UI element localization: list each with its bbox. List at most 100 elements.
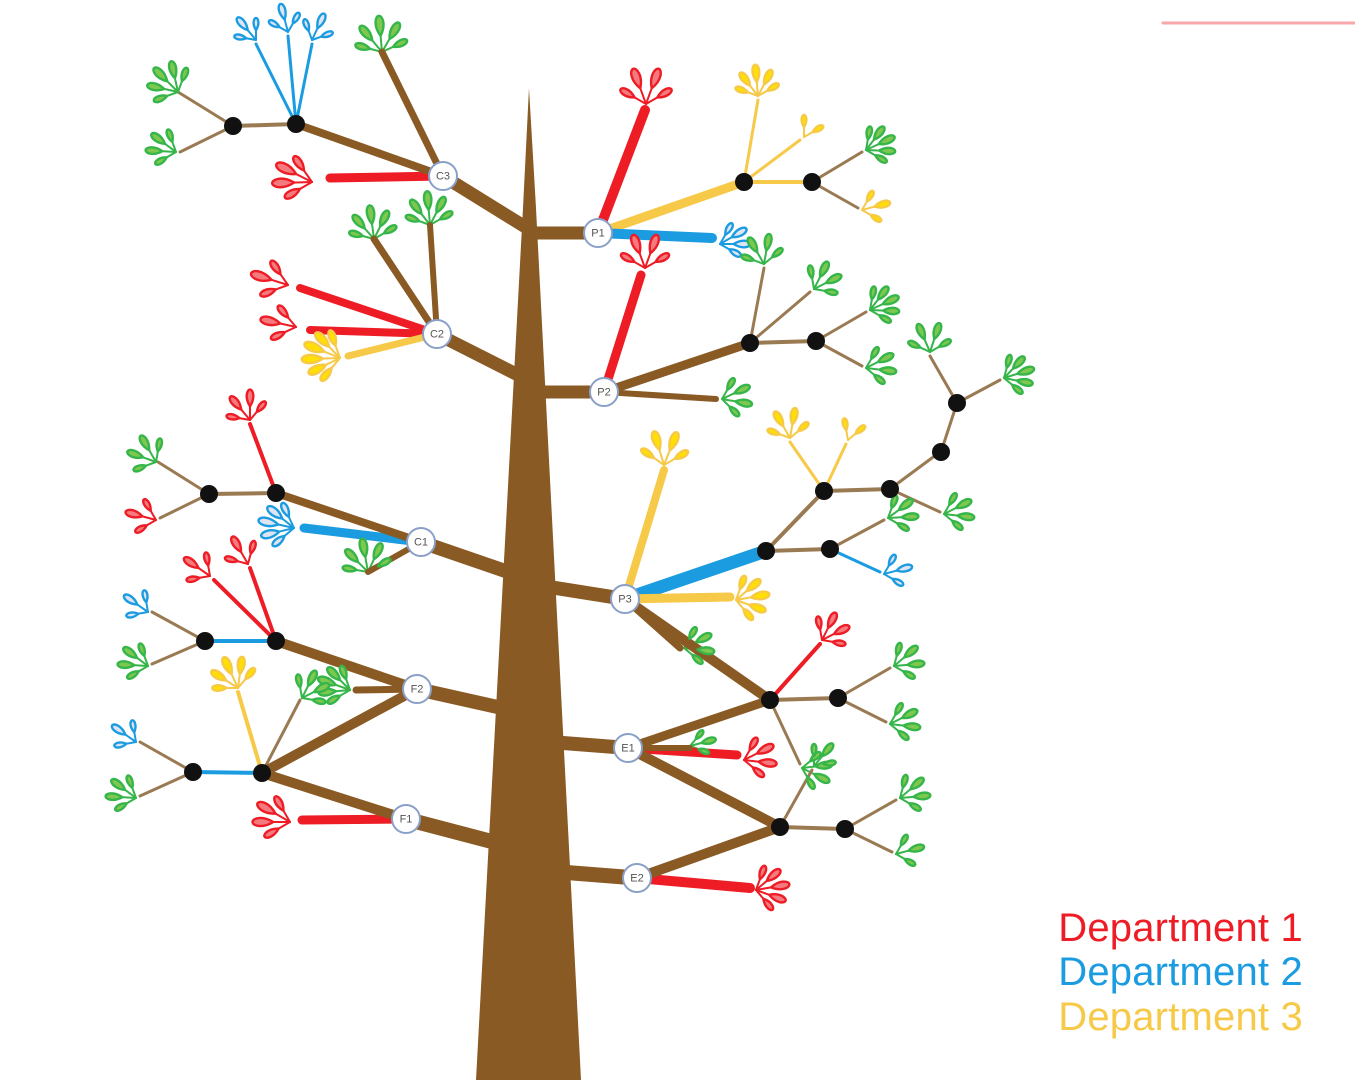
leaf-yellow — [221, 655, 233, 676]
sub-branch-13 — [212, 578, 278, 643]
leaf-yellow — [841, 417, 849, 432]
leaf-red — [629, 233, 642, 255]
sub-branch-17 — [138, 770, 195, 798]
leaf-green — [877, 146, 897, 156]
branch-P2-19 — [599, 270, 646, 397]
leaf-green — [697, 747, 711, 756]
leaf-blue — [122, 593, 139, 606]
twig — [277, 322, 297, 328]
leaf-red — [768, 893, 787, 904]
sub-branch-14 — [248, 566, 278, 643]
leaf-green — [818, 260, 831, 279]
sub-branch-11 — [150, 610, 207, 643]
branch-P1-17 — [593, 177, 749, 238]
legend-label-department-1: Department 1 — [1058, 905, 1303, 950]
leaf-blue — [279, 501, 291, 519]
node-dot-n_c3a — [287, 115, 305, 133]
sub-branch-45 — [768, 642, 822, 702]
node-dot-n_f1a — [253, 764, 271, 782]
leaf-green — [153, 156, 168, 166]
twig — [735, 596, 754, 601]
leaf-yellow — [236, 655, 246, 676]
twig — [280, 516, 295, 529]
leaf-green — [341, 564, 358, 573]
node-dot-n_f1b — [184, 763, 202, 781]
sub-branch-18 — [236, 690, 264, 775]
leaf-yellow — [772, 410, 785, 428]
leaf-blue — [302, 18, 311, 32]
twig — [663, 447, 672, 466]
leaf-blue — [728, 248, 743, 258]
leaf-green — [180, 66, 190, 83]
leaf-yellow — [745, 577, 762, 593]
leaf-green — [690, 653, 704, 666]
leaf-red — [275, 161, 298, 176]
leaf-yellow — [751, 63, 761, 84]
sub-branch-25 — [748, 339, 818, 345]
node-dot-n_p1b — [803, 173, 821, 191]
branch-F1-14 — [297, 814, 411, 825]
leaf-green — [733, 383, 751, 395]
leaf-yellow — [313, 331, 331, 349]
node-dot-layer — [184, 115, 966, 838]
leaf-green — [146, 81, 166, 92]
node-dot-n_p3f — [948, 394, 966, 412]
sub-branch-32 — [828, 547, 882, 574]
branch-C1-9 — [272, 489, 425, 546]
node-dot-n_p3a — [757, 542, 775, 560]
leaf-red — [748, 736, 759, 752]
sub-branch-23 — [742, 98, 760, 184]
trunk-limb-C1 — [414, 535, 524, 582]
leaf-green — [312, 681, 331, 694]
sub-branch-4 — [286, 34, 298, 126]
leaf-green — [132, 464, 148, 473]
node-circle-P2 — [589, 377, 619, 407]
twig — [291, 181, 313, 184]
leaf-green — [388, 21, 402, 41]
leaf-blue — [291, 11, 301, 25]
twig — [743, 759, 761, 763]
node-dot-n_p2b — [807, 332, 825, 350]
twig — [644, 250, 652, 269]
leaf-green — [382, 224, 398, 235]
leaf-red — [757, 758, 778, 768]
leaf-red — [229, 535, 243, 554]
leaf-green — [104, 792, 124, 802]
leaf-green — [150, 131, 167, 146]
leaf-green — [378, 209, 391, 228]
leaf-red — [271, 177, 296, 189]
leaf-red — [202, 551, 211, 567]
leaf-red — [649, 67, 662, 90]
leaf-red — [291, 154, 306, 172]
leaf-green — [824, 272, 843, 285]
branch-C2-6 — [370, 235, 441, 338]
leaf-red — [185, 575, 201, 584]
leaf-yellow — [668, 431, 680, 452]
leaf-yellow — [650, 430, 662, 452]
leaf-green — [734, 398, 754, 408]
leaf-green — [326, 694, 342, 705]
leaf-green — [728, 405, 741, 418]
leaf-blue — [113, 741, 128, 749]
leaf-green — [155, 437, 164, 453]
sub-branch-8 — [158, 492, 211, 520]
leaf-green — [344, 548, 360, 564]
node-dot-n_c1a — [267, 484, 285, 502]
leaf-green — [391, 37, 409, 49]
leaf-yellow — [869, 213, 883, 223]
legend: Department 1 Department 2 Department 3 — [1058, 906, 1303, 1040]
trunk-limb-F1 — [398, 811, 513, 853]
branch-E2-31 — [632, 873, 755, 893]
leaf-blue — [267, 19, 281, 29]
legend-item-department-3: Department 3 — [1058, 995, 1303, 1040]
twig — [321, 349, 341, 359]
leaf-green — [938, 338, 953, 348]
leaf-green — [374, 14, 385, 38]
leaf-blue — [277, 2, 287, 21]
twig — [323, 357, 341, 367]
leaf-green — [125, 774, 134, 790]
leaf-yellow — [854, 424, 867, 435]
leaf-blue — [271, 534, 286, 548]
leaf-green — [351, 213, 366, 230]
